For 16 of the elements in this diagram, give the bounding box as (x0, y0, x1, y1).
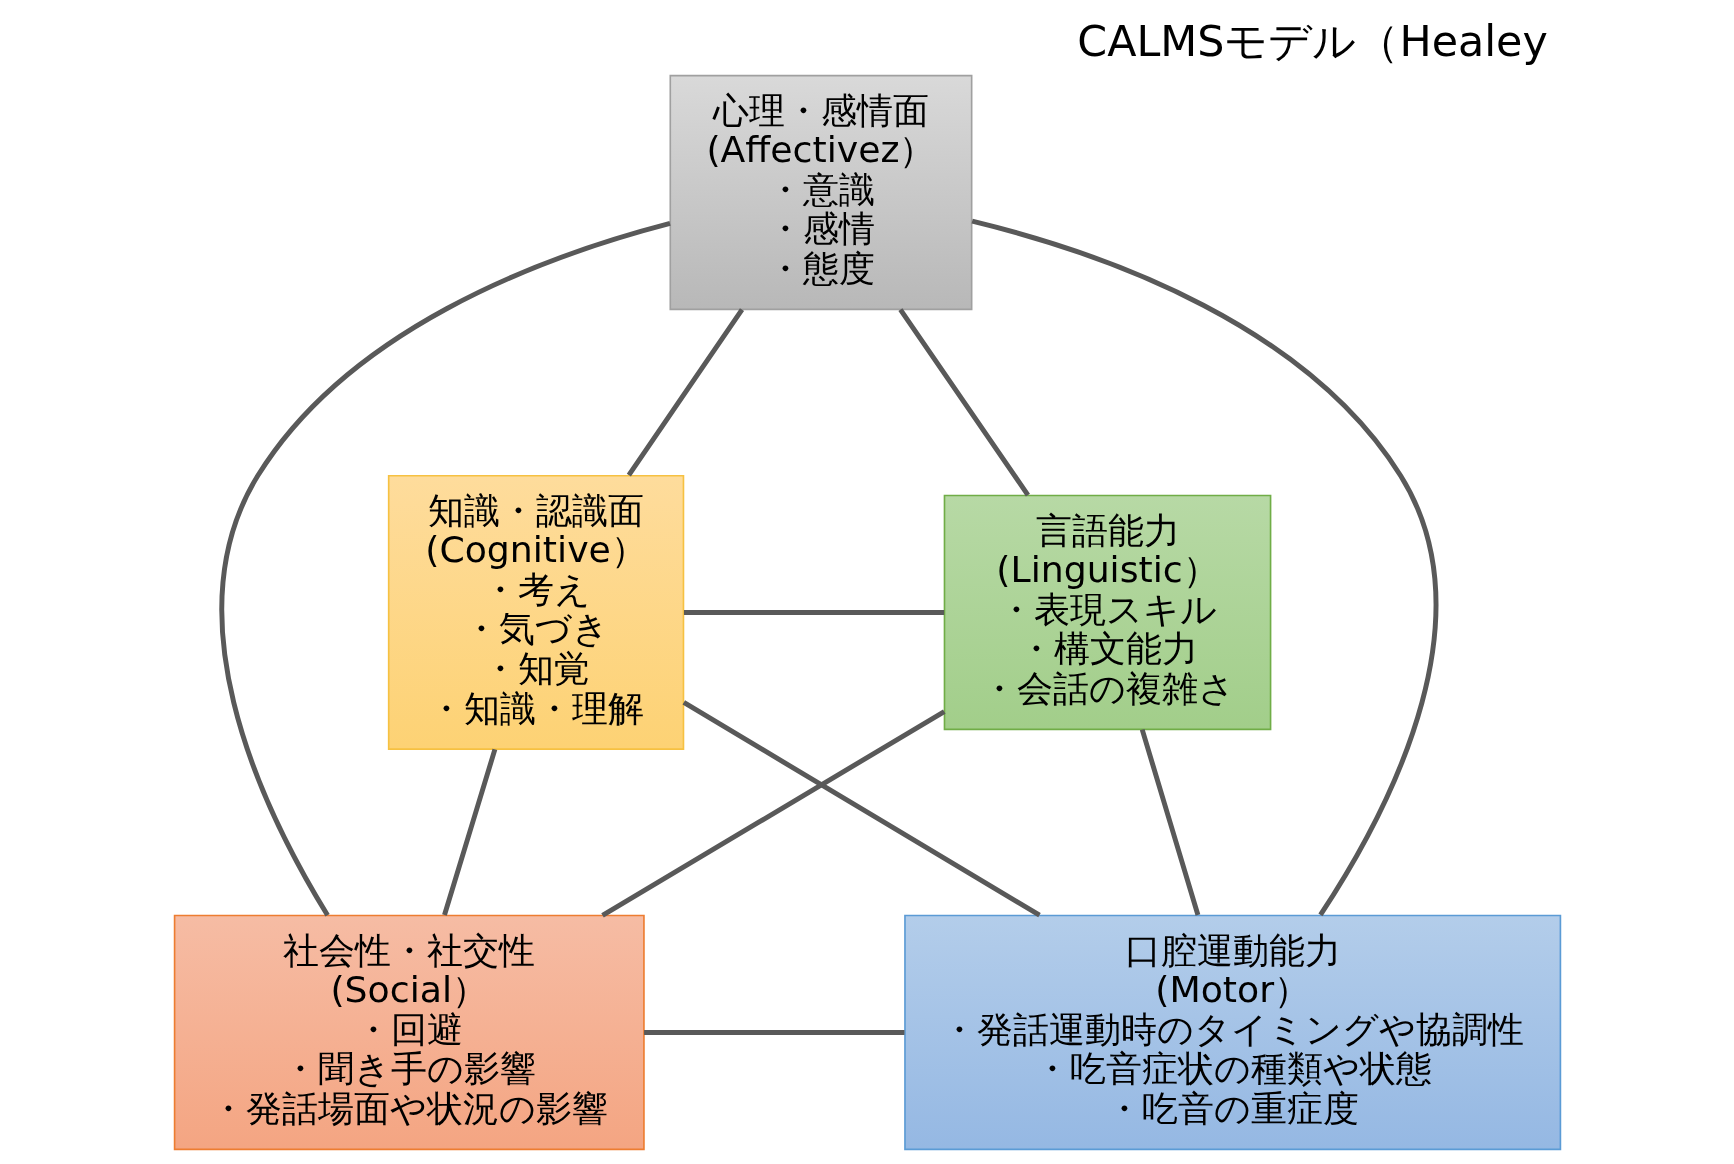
node-box: 口腔運動能力 (Motor） ・発話運動時のタイミングや協調性 ・吃音症状の種類や状態 ・吃音の重症度 (903, 914, 1561, 1151)
connector (897, 308, 1030, 497)
connector (626, 308, 744, 477)
connector (219, 221, 671, 917)
connector (682, 700, 1041, 918)
connector (971, 218, 1438, 917)
node-box: 言語能力 (Linguistic） ・表現スキル ・構文能力 ・会話の複雑さ (943, 494, 1271, 731)
node-box: 社会性・社交性 (Social） ・回避 ・聞き手の影響 ・発話場面や状況の影響 (173, 914, 645, 1151)
connector (683, 610, 944, 615)
connector (441, 748, 497, 916)
connector (643, 1029, 904, 1035)
connector (600, 709, 946, 918)
connector (1139, 728, 1200, 916)
node-box: 知識・認識面 (Cognitive） ・考え ・気づき ・知覚 ・知識・理解 (387, 474, 684, 750)
diagram-title: CALMSモデル（Healey (1076, 15, 1548, 66)
node-box: 心理・感情面 (Affectivez） ・意識 ・感情 ・態度 (668, 74, 972, 311)
